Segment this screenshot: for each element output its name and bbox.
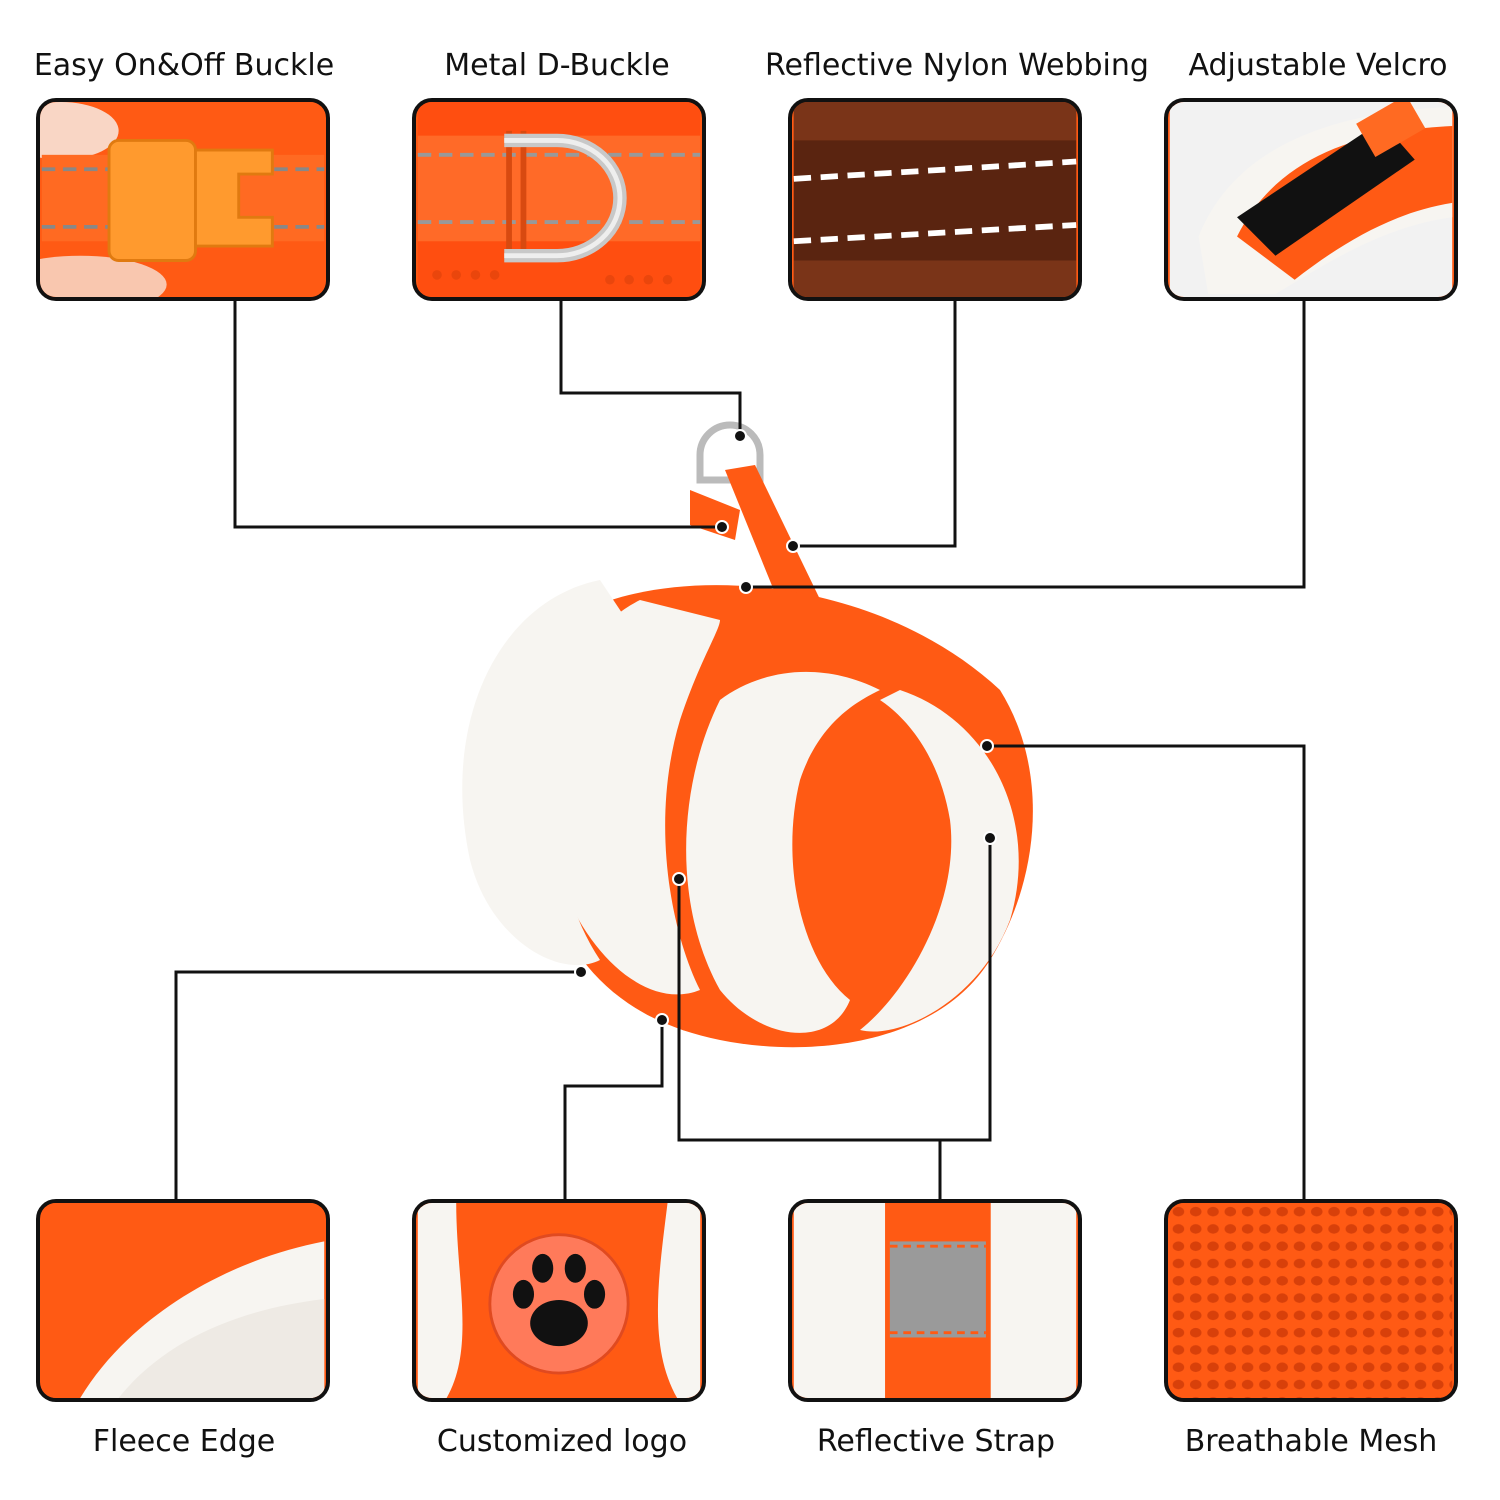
paw-print-icon bbox=[512, 1253, 606, 1347]
label-breathable-mesh: Breathable Mesh bbox=[1184, 1424, 1438, 1459]
panel-easy-buckle bbox=[36, 98, 330, 301]
panel-reflective-strap bbox=[788, 1199, 1082, 1402]
buckle-photo bbox=[40, 102, 325, 297]
reflective-webbing-photo bbox=[793, 102, 1077, 297]
harness-photo bbox=[462, 421, 1033, 1048]
connector-easy-buckle bbox=[233, 300, 722, 529]
panel-reflective-webbing bbox=[788, 98, 1082, 301]
label-customized-logo: Customized logo bbox=[436, 1424, 688, 1459]
panel-customized-logo bbox=[412, 1199, 706, 1402]
connector-adjustable-velcro bbox=[746, 300, 1306, 589]
connector-breathable-mesh bbox=[987, 744, 1306, 1200]
connector-fleece-edge bbox=[174, 970, 581, 1200]
connector-metal-d-buckle bbox=[559, 300, 742, 436]
connector-customized-logo bbox=[563, 1020, 664, 1200]
reflective-strap-photo bbox=[793, 1203, 1077, 1398]
panel-breathable-mesh bbox=[1164, 1199, 1458, 1402]
panel-metal-d-buckle bbox=[412, 98, 706, 301]
label-reflective-webbing: Reflective Nylon Webbing bbox=[765, 48, 1149, 83]
connector-reflective-strap bbox=[677, 838, 992, 1200]
mesh-photo bbox=[1169, 1203, 1453, 1398]
label-adjustable-velcro: Adjustable Velcro bbox=[1188, 48, 1448, 83]
label-metal-d-buckle: Metal D-Buckle bbox=[444, 48, 670, 83]
connector-reflective-webbing bbox=[793, 300, 957, 548]
d-ring-icon bbox=[417, 102, 701, 297]
panel-fleece-edge bbox=[36, 1199, 330, 1402]
fleece-photo bbox=[41, 1203, 325, 1398]
label-easy-buckle: Easy On&Off Buckle bbox=[33, 48, 335, 83]
panel-adjustable-velcro bbox=[1164, 98, 1458, 301]
label-fleece-edge: Fleece Edge bbox=[92, 1424, 276, 1459]
label-reflective-strap: Reflective Strap bbox=[816, 1424, 1056, 1459]
velcro-photo bbox=[1169, 102, 1453, 297]
